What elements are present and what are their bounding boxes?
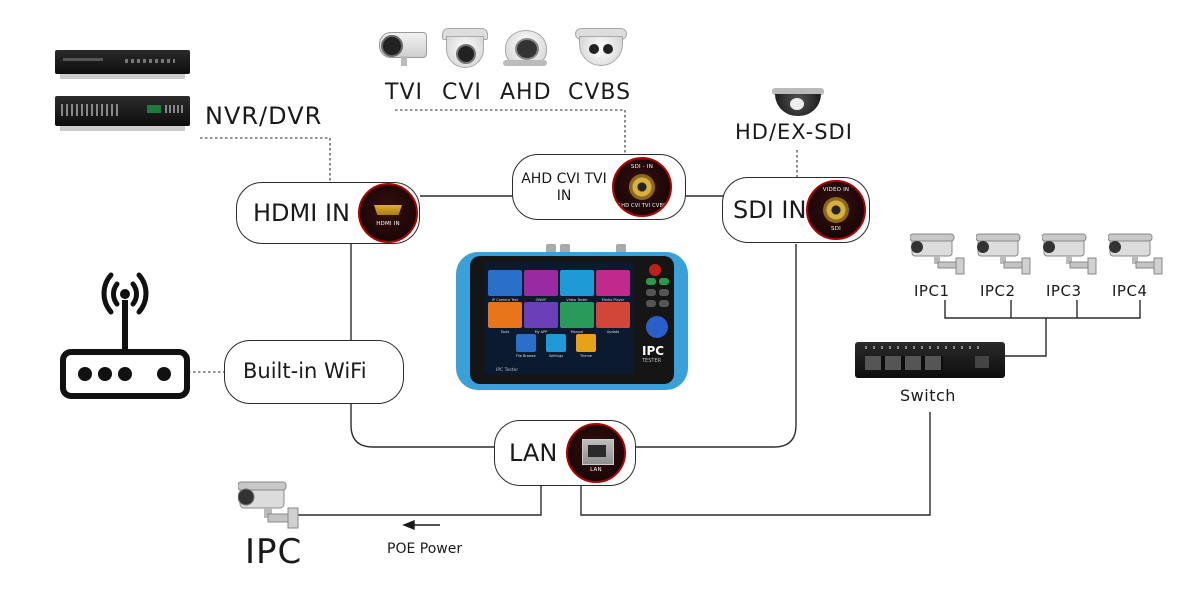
- ipc-camera-icon: [909, 232, 970, 276]
- dotted-cams-analog: [395, 109, 626, 154]
- lan-port-text: LAN: [590, 467, 602, 473]
- sdi-port-icon: VIDEO IN SDI: [806, 180, 866, 240]
- wire-ipc-bus: [944, 300, 1141, 319]
- device-app-label: Theme: [579, 354, 593, 358]
- wire-lan-ipc: [290, 485, 542, 516]
- device-app-tile: Manual: [560, 302, 594, 334]
- sdi-port-top-text: VIDEO IN: [822, 187, 850, 193]
- device-app-tile: Media Player: [596, 270, 630, 302]
- device-key: [646, 278, 656, 285]
- device-app-label: Manual: [570, 330, 584, 334]
- dotted-nvr-hdmi: [200, 137, 331, 183]
- poe-arrow-head: [402, 519, 415, 531]
- lan-label: LAN: [509, 439, 558, 467]
- ipc-camera-label: IPC1: [914, 282, 950, 300]
- wire-lan-switch: [580, 412, 931, 516]
- ipc-big-label: IPC: [245, 532, 303, 572]
- hdmi-in-label: HDMI IN: [253, 199, 350, 227]
- bnc-port-bottom-text: AHD CVI TVI CVBS: [617, 203, 667, 209]
- nvr-recorder-icon: [55, 50, 190, 80]
- device-app-label: Update: [606, 330, 620, 334]
- sdi-in-label: SDI IN: [733, 196, 807, 224]
- network-switch-icon: [855, 336, 1005, 380]
- hd-ex-sdi-label: HD/EX-SDI: [735, 120, 853, 144]
- device-app-label: IP Camera Test: [492, 298, 518, 302]
- wire-sdi-lan: [636, 244, 797, 448]
- ipc-camera-label: IPC3: [1046, 282, 1082, 300]
- device-app-tile: Theme: [576, 334, 596, 358]
- camera-type-cvi: CVI: [442, 80, 482, 105]
- device-brand-badge: IPC: [642, 344, 665, 358]
- camera-type-cvbs: CVBS: [568, 80, 632, 105]
- device-brand-sub: TESTER: [642, 358, 662, 364]
- hdmi-port-text: HDMI IN: [376, 221, 400, 227]
- bnc-port-icon: SDI - IN AHD CVI TVI CVBS: [612, 157, 672, 217]
- device-footer-text: IPC Tester: [496, 368, 519, 373]
- device-app-tile: File Browser: [516, 334, 536, 358]
- wifi-arc-outer: [136, 272, 149, 315]
- device-app-label: Settings: [548, 354, 564, 358]
- switch-label: Switch: [900, 386, 956, 405]
- dvr-recorder-icon: [55, 96, 190, 132]
- ipc-camera-icon: [975, 232, 1036, 276]
- dome-camera-cvi-icon: [442, 28, 488, 68]
- device-app-label: Tools: [500, 330, 510, 334]
- device-key: [659, 289, 669, 296]
- device-app-label: Video Tester: [566, 298, 588, 302]
- lan-port-icon: LAN: [566, 423, 626, 483]
- ipc-camera-label: IPC2: [980, 282, 1016, 300]
- hdmi-port-icon: HDMI IN: [358, 183, 418, 243]
- ipc-camera-label: IPC4: [1112, 282, 1148, 300]
- bullet-camera-icon: [375, 28, 427, 68]
- device-app-label: Media Player: [601, 298, 625, 302]
- wifi-arc-inner-left: [111, 281, 120, 307]
- camera-type-tvi: TVI: [385, 80, 423, 105]
- wifi-arc-inner: [130, 281, 139, 307]
- router-led-4: [157, 367, 171, 381]
- nvr-dvr-label: NVR/DVR: [205, 102, 323, 130]
- wifi-arc-outer-left: [101, 272, 114, 315]
- device-app-label: File Browser: [516, 354, 536, 358]
- device-keypad: [646, 278, 670, 348]
- bnc-port-top-text: SDI - IN: [630, 164, 654, 170]
- device-app-tile: Settings: [546, 334, 566, 358]
- ipc-bullet-camera-icon: [237, 478, 302, 532]
- router-led-1: [78, 367, 92, 381]
- analog-in-label: AHD CVI TVI IN: [521, 171, 607, 204]
- device-key: [646, 300, 656, 307]
- sdi-port-bottom-text: SDI: [831, 226, 841, 232]
- ipc-camera-row: IPC1 IPC2 IPC3 IPC4: [909, 232, 1170, 312]
- ipc-camera-icon: [1107, 232, 1168, 276]
- device-app-tile: My APP: [524, 302, 558, 334]
- camera-type-ahd: AHD: [500, 80, 552, 105]
- device-app-grid: IP Camera Test ONVIF Video Tester Media Pla…: [488, 270, 630, 366]
- dome-camera-cvbs-icon: [575, 28, 627, 68]
- device-key: [659, 300, 669, 307]
- wire-hdmi-lan: [350, 244, 496, 448]
- device-app-label: ONVIF: [535, 298, 547, 302]
- device-app-tile: Update: [596, 302, 630, 334]
- router-led-3: [118, 367, 132, 381]
- poe-power-label: POE Power: [387, 541, 463, 557]
- wifi-node: Built-in WiFi: [224, 340, 404, 404]
- wifi-dot: [120, 289, 130, 299]
- wire-switch-ipc: [985, 318, 1047, 357]
- device-key: [659, 278, 669, 285]
- device-dpad: [646, 316, 668, 338]
- device-app-tile: Video Tester: [560, 270, 594, 302]
- device-app-tile: Tools: [488, 302, 522, 334]
- ipc-camera-icon: [1041, 232, 1102, 276]
- device-app-label: My APP: [534, 330, 548, 334]
- router-icon: [60, 262, 190, 400]
- dome-camera-ahd-icon: [503, 30, 547, 68]
- router-led-2: [98, 367, 112, 381]
- device-app-tile: IP Camera Test: [488, 270, 522, 302]
- wifi-label: Built-in WiFi: [243, 359, 367, 383]
- antenna: [122, 300, 128, 350]
- device-key: [646, 289, 656, 296]
- device-app-tile: ONVIF: [524, 270, 558, 302]
- sdi-dome-camera-icon: [772, 88, 824, 118]
